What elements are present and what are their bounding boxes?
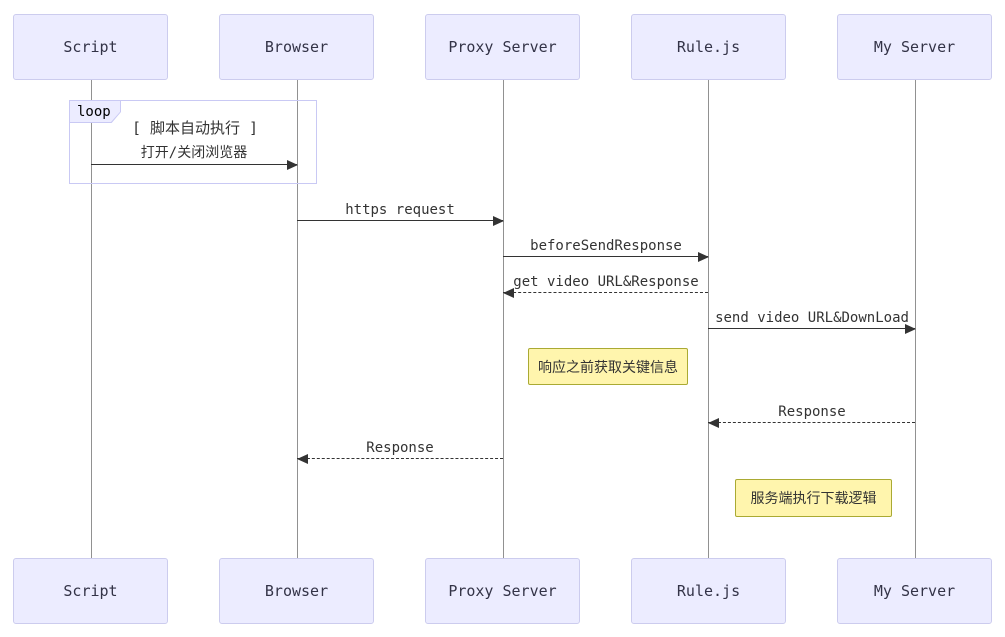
note-get-key-info: 响应之前获取关键信息 [528, 348, 688, 385]
arrowhead-right-icon [698, 252, 709, 262]
actor-my-server-bottom: My Server [837, 558, 992, 624]
actor-proxy-server-bottom: Proxy Server [425, 558, 580, 624]
message-line-https-request [297, 220, 503, 221]
actor-script-top: Script [13, 14, 168, 80]
lifeline-rule-js [708, 80, 709, 558]
arrowhead-left-icon [503, 288, 514, 298]
actor-rule-js-top: Rule.js [631, 14, 786, 80]
message-label-before-send-response: beforeSendResponse [530, 238, 682, 254]
message-line-send-video-url [708, 328, 915, 329]
arrowhead-right-icon [287, 160, 298, 170]
message-line-response-browser [297, 458, 503, 459]
actor-label: Browser [264, 582, 329, 600]
message-line-get-video-url [503, 292, 708, 293]
loop-message-label: 打开/关闭浏览器 [140, 145, 248, 161]
message-label-response-server: Response [778, 404, 846, 420]
loop-label: loop [70, 101, 120, 122]
loop-message-line [91, 164, 297, 165]
actor-label: My Server [873, 582, 956, 600]
arrowhead-left-icon [297, 454, 308, 464]
message-label-get-video-url: get video URL&Response [513, 274, 699, 290]
lifeline-script [91, 80, 92, 558]
lifeline-browser [297, 80, 298, 558]
actor-label: Proxy Server [448, 38, 557, 56]
actor-label: Rule.js [676, 38, 741, 56]
actor-label: My Server [873, 38, 956, 56]
message-label-response-browser: Response [366, 440, 434, 456]
note-text: 服务端执行下载逻辑 [750, 491, 877, 507]
actor-label: Script [63, 38, 118, 56]
arrowhead-right-icon [493, 216, 504, 226]
arrowhead-right-icon [905, 324, 916, 334]
actor-label: Proxy Server [448, 582, 557, 600]
note-server-download-logic: 服务端执行下载逻辑 [735, 479, 892, 517]
loop-condition: [ 脚本自动执行 ] [131, 119, 259, 137]
loop-fragment: loop [69, 100, 317, 184]
actor-rule-js-bottom: Rule.js [631, 558, 786, 624]
actor-browser-bottom: Browser [219, 558, 374, 624]
message-line-before-send-response [503, 256, 708, 257]
message-label-https-request: https request [345, 202, 455, 218]
message-label-send-video-url: send video URL&DownLoad [715, 310, 909, 326]
loop-label-tab: loop [69, 100, 121, 123]
actor-my-server-top: My Server [837, 14, 992, 80]
note-text: 响应之前获取关键信息 [538, 359, 678, 376]
lifeline-my-server [915, 80, 916, 558]
actor-script-bottom: Script [13, 558, 168, 624]
lifeline-proxy-server [503, 80, 504, 558]
arrowhead-left-icon [708, 418, 719, 428]
actor-browser-top: Browser [219, 14, 374, 80]
actor-proxy-server-top: Proxy Server [425, 14, 580, 80]
message-line-response-server [708, 422, 915, 423]
actor-label: Script [63, 582, 118, 600]
actor-label: Rule.js [676, 582, 741, 600]
actor-label: Browser [264, 38, 329, 56]
